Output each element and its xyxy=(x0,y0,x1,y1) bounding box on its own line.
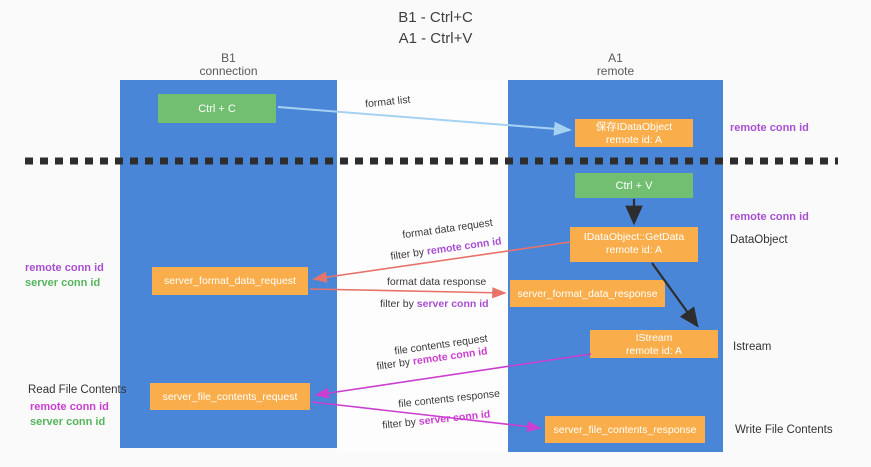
server-file-contents-response-box: server_file_contents_response xyxy=(545,416,705,443)
save-idataobject-line2: remote id: A xyxy=(605,134,663,146)
server-format-data-request-label: server_format_data_request xyxy=(164,275,296,287)
diagram-title: B1 - Ctrl+C A1 - Ctrl+V xyxy=(0,7,871,49)
right-column-role: remote xyxy=(596,64,635,78)
server-format-data-request-box: server_format_data_request xyxy=(152,267,308,295)
left-column-name: B1 xyxy=(221,51,236,65)
server-file-contents-request-label: server_file_contents_request xyxy=(162,390,298,403)
remote-conn-id-annotation-getdata: remote conn id xyxy=(730,211,809,223)
filter-by-text: filter by xyxy=(380,298,417,310)
right-column-name: A1 xyxy=(608,51,623,65)
title-line-2: A1 - Ctrl+V xyxy=(398,30,473,47)
read-file-contents-annotation: Read File Contents xyxy=(28,384,127,396)
istream-box: IStream remote id: A xyxy=(590,330,718,358)
title-line-1: B1 - Ctrl+C xyxy=(398,9,473,26)
server-conn-id-annotation-format: server conn id xyxy=(25,277,101,289)
ctrl-v-label: Ctrl + V xyxy=(615,179,653,192)
write-file-contents-annotation: Write File Contents xyxy=(735,424,833,436)
idataobject-getdata-box: IDataObject::GetData remote id: A xyxy=(570,227,698,262)
istream-line2: remote id: A xyxy=(625,345,683,357)
save-idataobject-line1: 保存IDataObject xyxy=(595,121,673,133)
dataobject-annotation: DataObject xyxy=(730,234,788,246)
istream-line1: IStream xyxy=(635,332,673,344)
format-data-response-label: format data response xyxy=(387,276,487,288)
server-conn-id-text: server conn id xyxy=(416,298,489,310)
getdata-line1: IDataObject::GetData xyxy=(583,231,685,243)
server-file-contents-response-label: server_file_contents_response xyxy=(553,423,697,436)
remote-conn-id-annotation-top: remote conn id xyxy=(730,122,809,134)
left-column-role: connection xyxy=(199,64,258,78)
server-file-contents-request-box: server_file_contents_request xyxy=(150,383,310,410)
remote-conn-id-annotation-format: remote conn id xyxy=(25,262,104,274)
ctrl-c-label: Ctrl + C xyxy=(198,102,236,115)
save-idataobject-box: 保存IDataObject remote id: A xyxy=(575,119,693,147)
ctrl-v-box: Ctrl + V xyxy=(575,173,693,198)
right-column-header: A1 remote xyxy=(508,52,723,78)
getdata-line2: remote id: A xyxy=(605,244,663,256)
server-format-data-response-label: server_format_data_response xyxy=(517,287,658,300)
remote-conn-id-annotation-file: remote conn id xyxy=(30,401,109,413)
ctrl-c-box: Ctrl + C xyxy=(158,94,276,123)
istream-annotation: Istream xyxy=(733,341,772,353)
server-format-data-response-box: server_format_data_response xyxy=(510,280,665,307)
format-data-response-filter-label: filter by server conn id xyxy=(380,298,489,310)
server-conn-id-annotation-file: server conn id xyxy=(30,416,106,428)
left-column-header: B1 connection xyxy=(120,52,337,78)
